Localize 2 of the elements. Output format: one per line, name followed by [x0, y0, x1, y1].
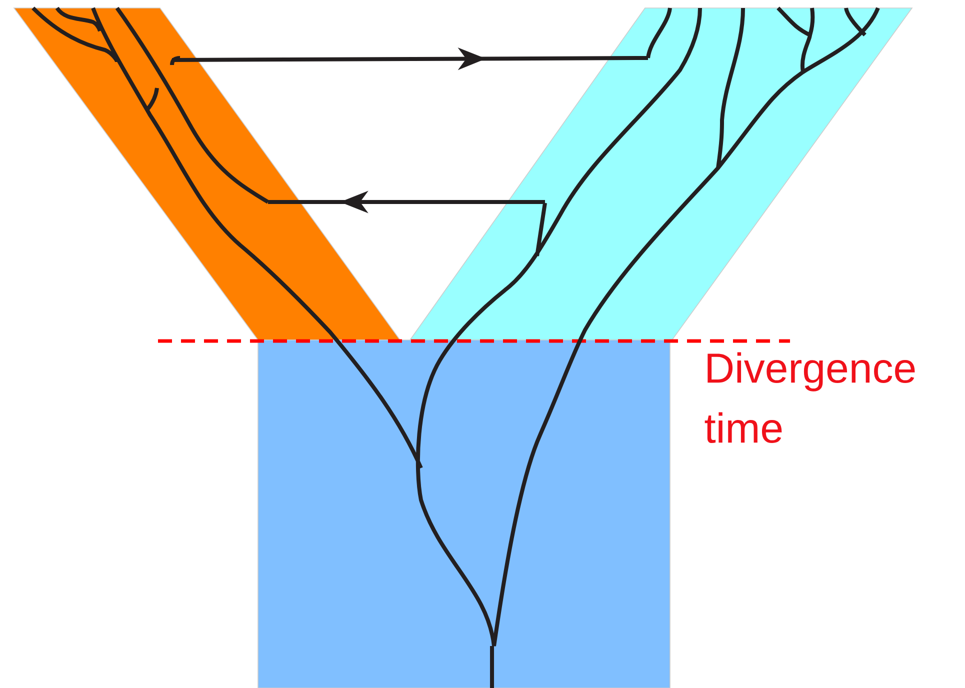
ancestral-species-block	[258, 340, 670, 688]
divergence-label: Divergence time	[704, 352, 915, 444]
